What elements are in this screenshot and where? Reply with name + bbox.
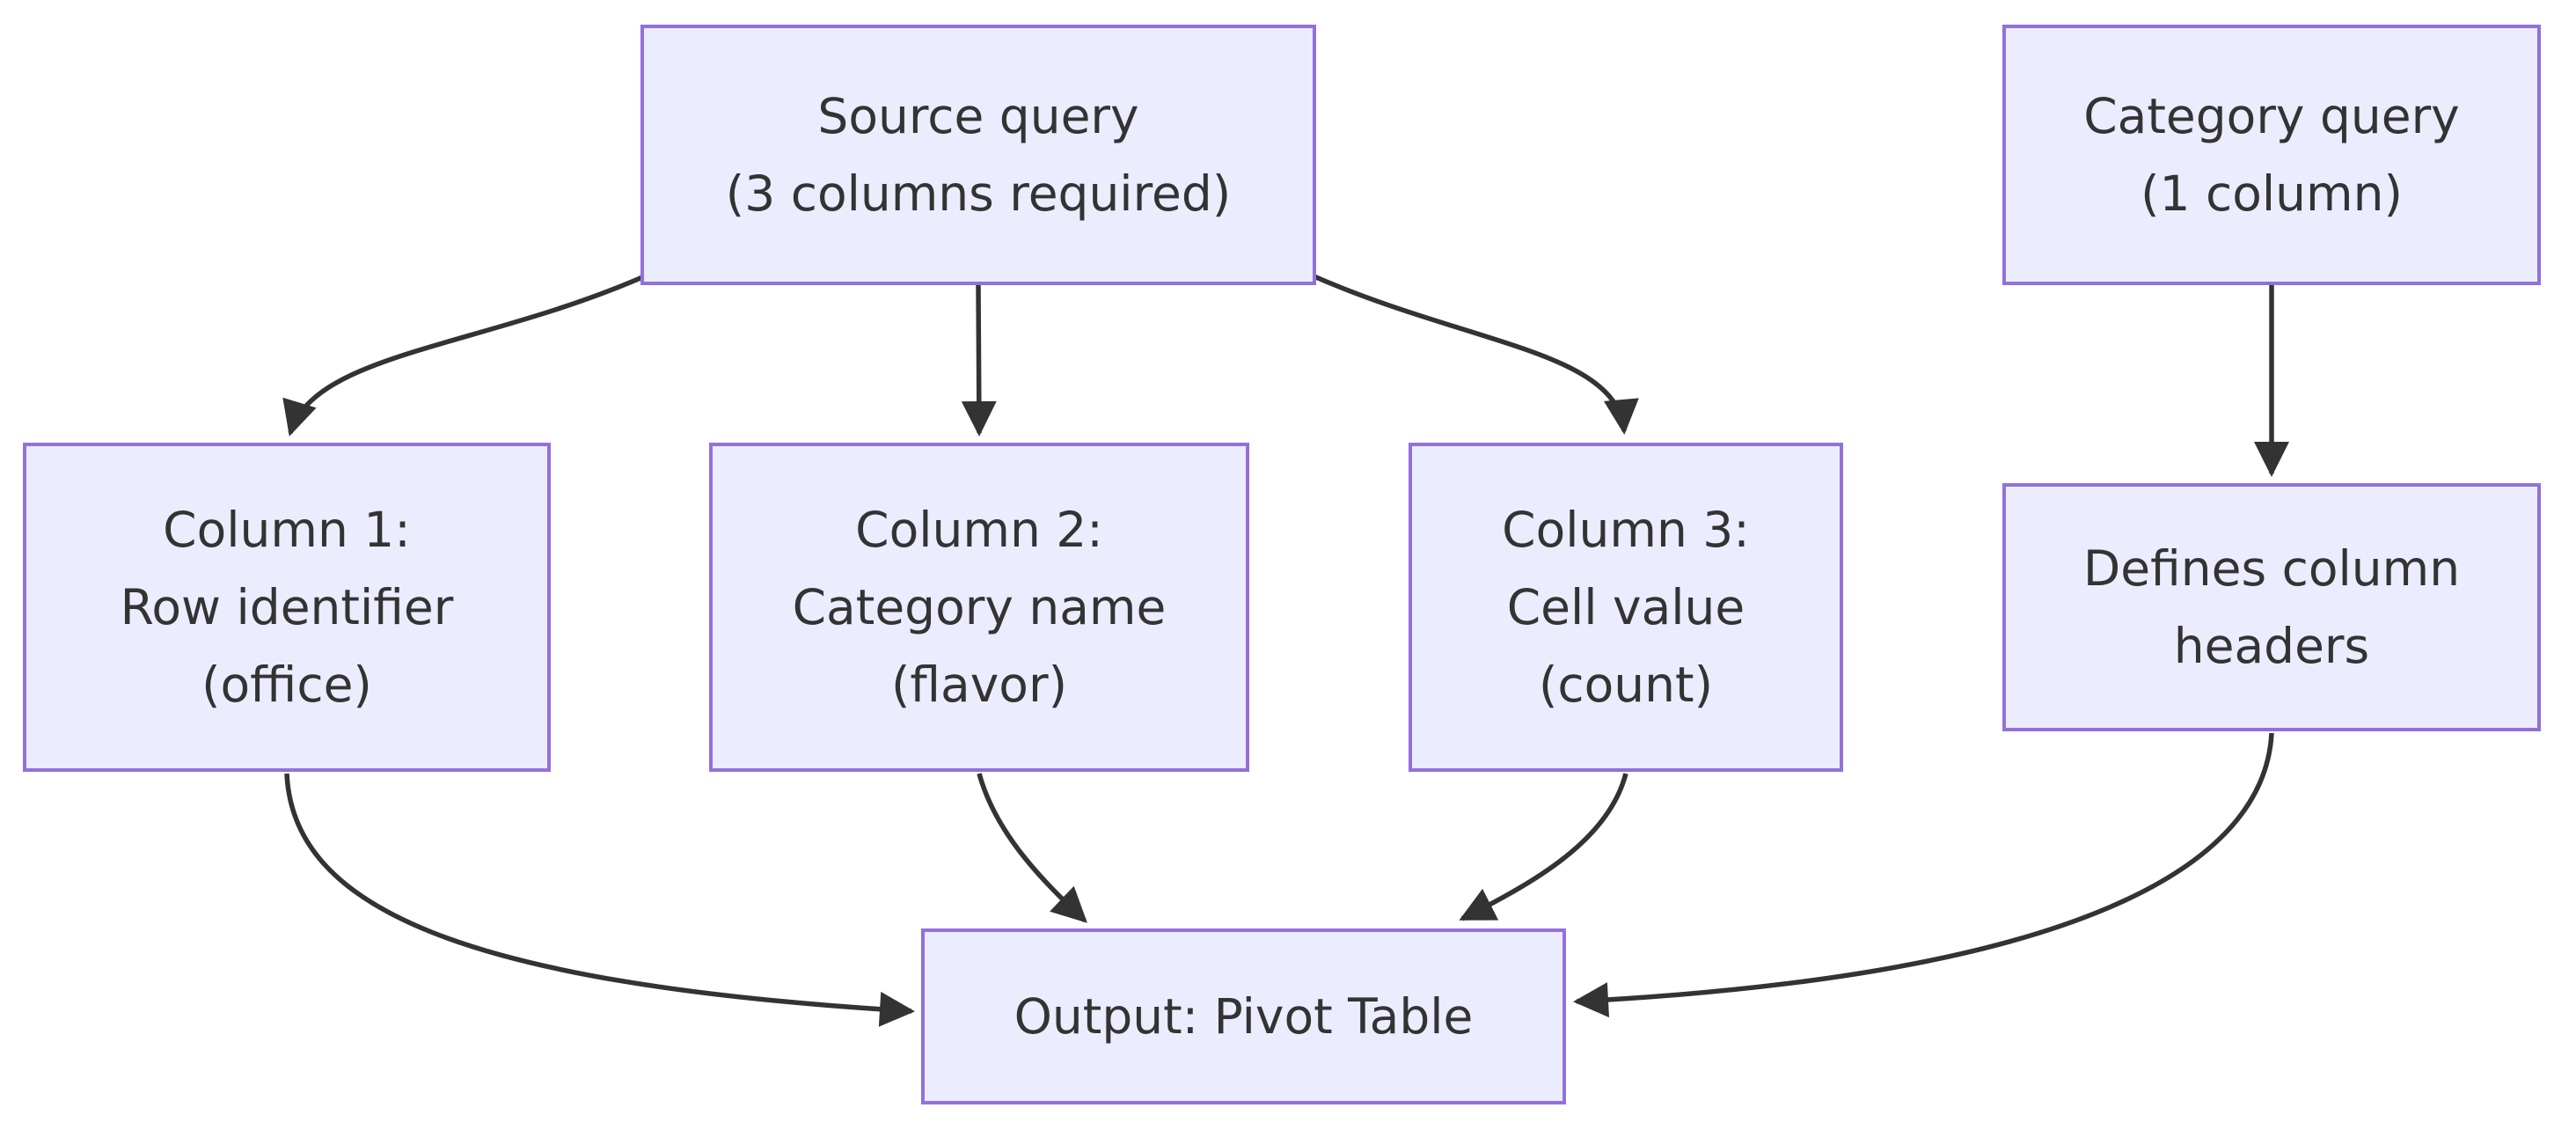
node-line: Category name [792,579,1167,635]
edge-source-to-column2 [961,284,997,437]
node-line: Output: Pivot Table [1014,988,1474,1045]
node-line: Defines column [2082,540,2461,597]
node-line: Row identifier [120,579,454,635]
node-line: (flavor) [890,657,1068,713]
node-column3-cell-value: Column 3: Cell value (count) [1409,443,1843,772]
node-line: Column 1: [163,502,411,558]
node-source-query: Source query (3 columns required) [640,25,1316,285]
node-defines-column-headers: Defines column headers [2002,483,2541,731]
node-column1-row-identifier: Column 1: Row identifier (office) [23,443,551,772]
node-output-pivot-table: Output: Pivot Table [921,928,1566,1104]
node-line: (3 columns required) [725,165,1232,222]
node-column2-category-name: Column 2: Category name (flavor) [709,443,1249,772]
node-line: headers [2173,618,2370,674]
edge-source-to-column1 [282,272,650,437]
node-line: (count) [1538,657,1714,713]
edge-column2-to-output [977,773,1087,923]
node-line: Column 2: [855,502,1103,558]
node-category-query: Category query (1 column) [2002,25,2541,285]
node-line: Cell value [1506,579,1745,635]
node-line: Source query [817,88,1139,144]
edge-source-to-column3 [1308,272,1639,435]
edge-headers-to-output [1573,732,2274,1018]
edge-column1-to-output [284,773,915,1027]
node-line: (office) [201,657,372,713]
node-line: Column 3: [1502,502,1750,558]
node-line: Category query [2083,88,2460,144]
node-line: (1 column) [2141,165,2403,222]
edge-column3-to-output [1459,773,1628,921]
